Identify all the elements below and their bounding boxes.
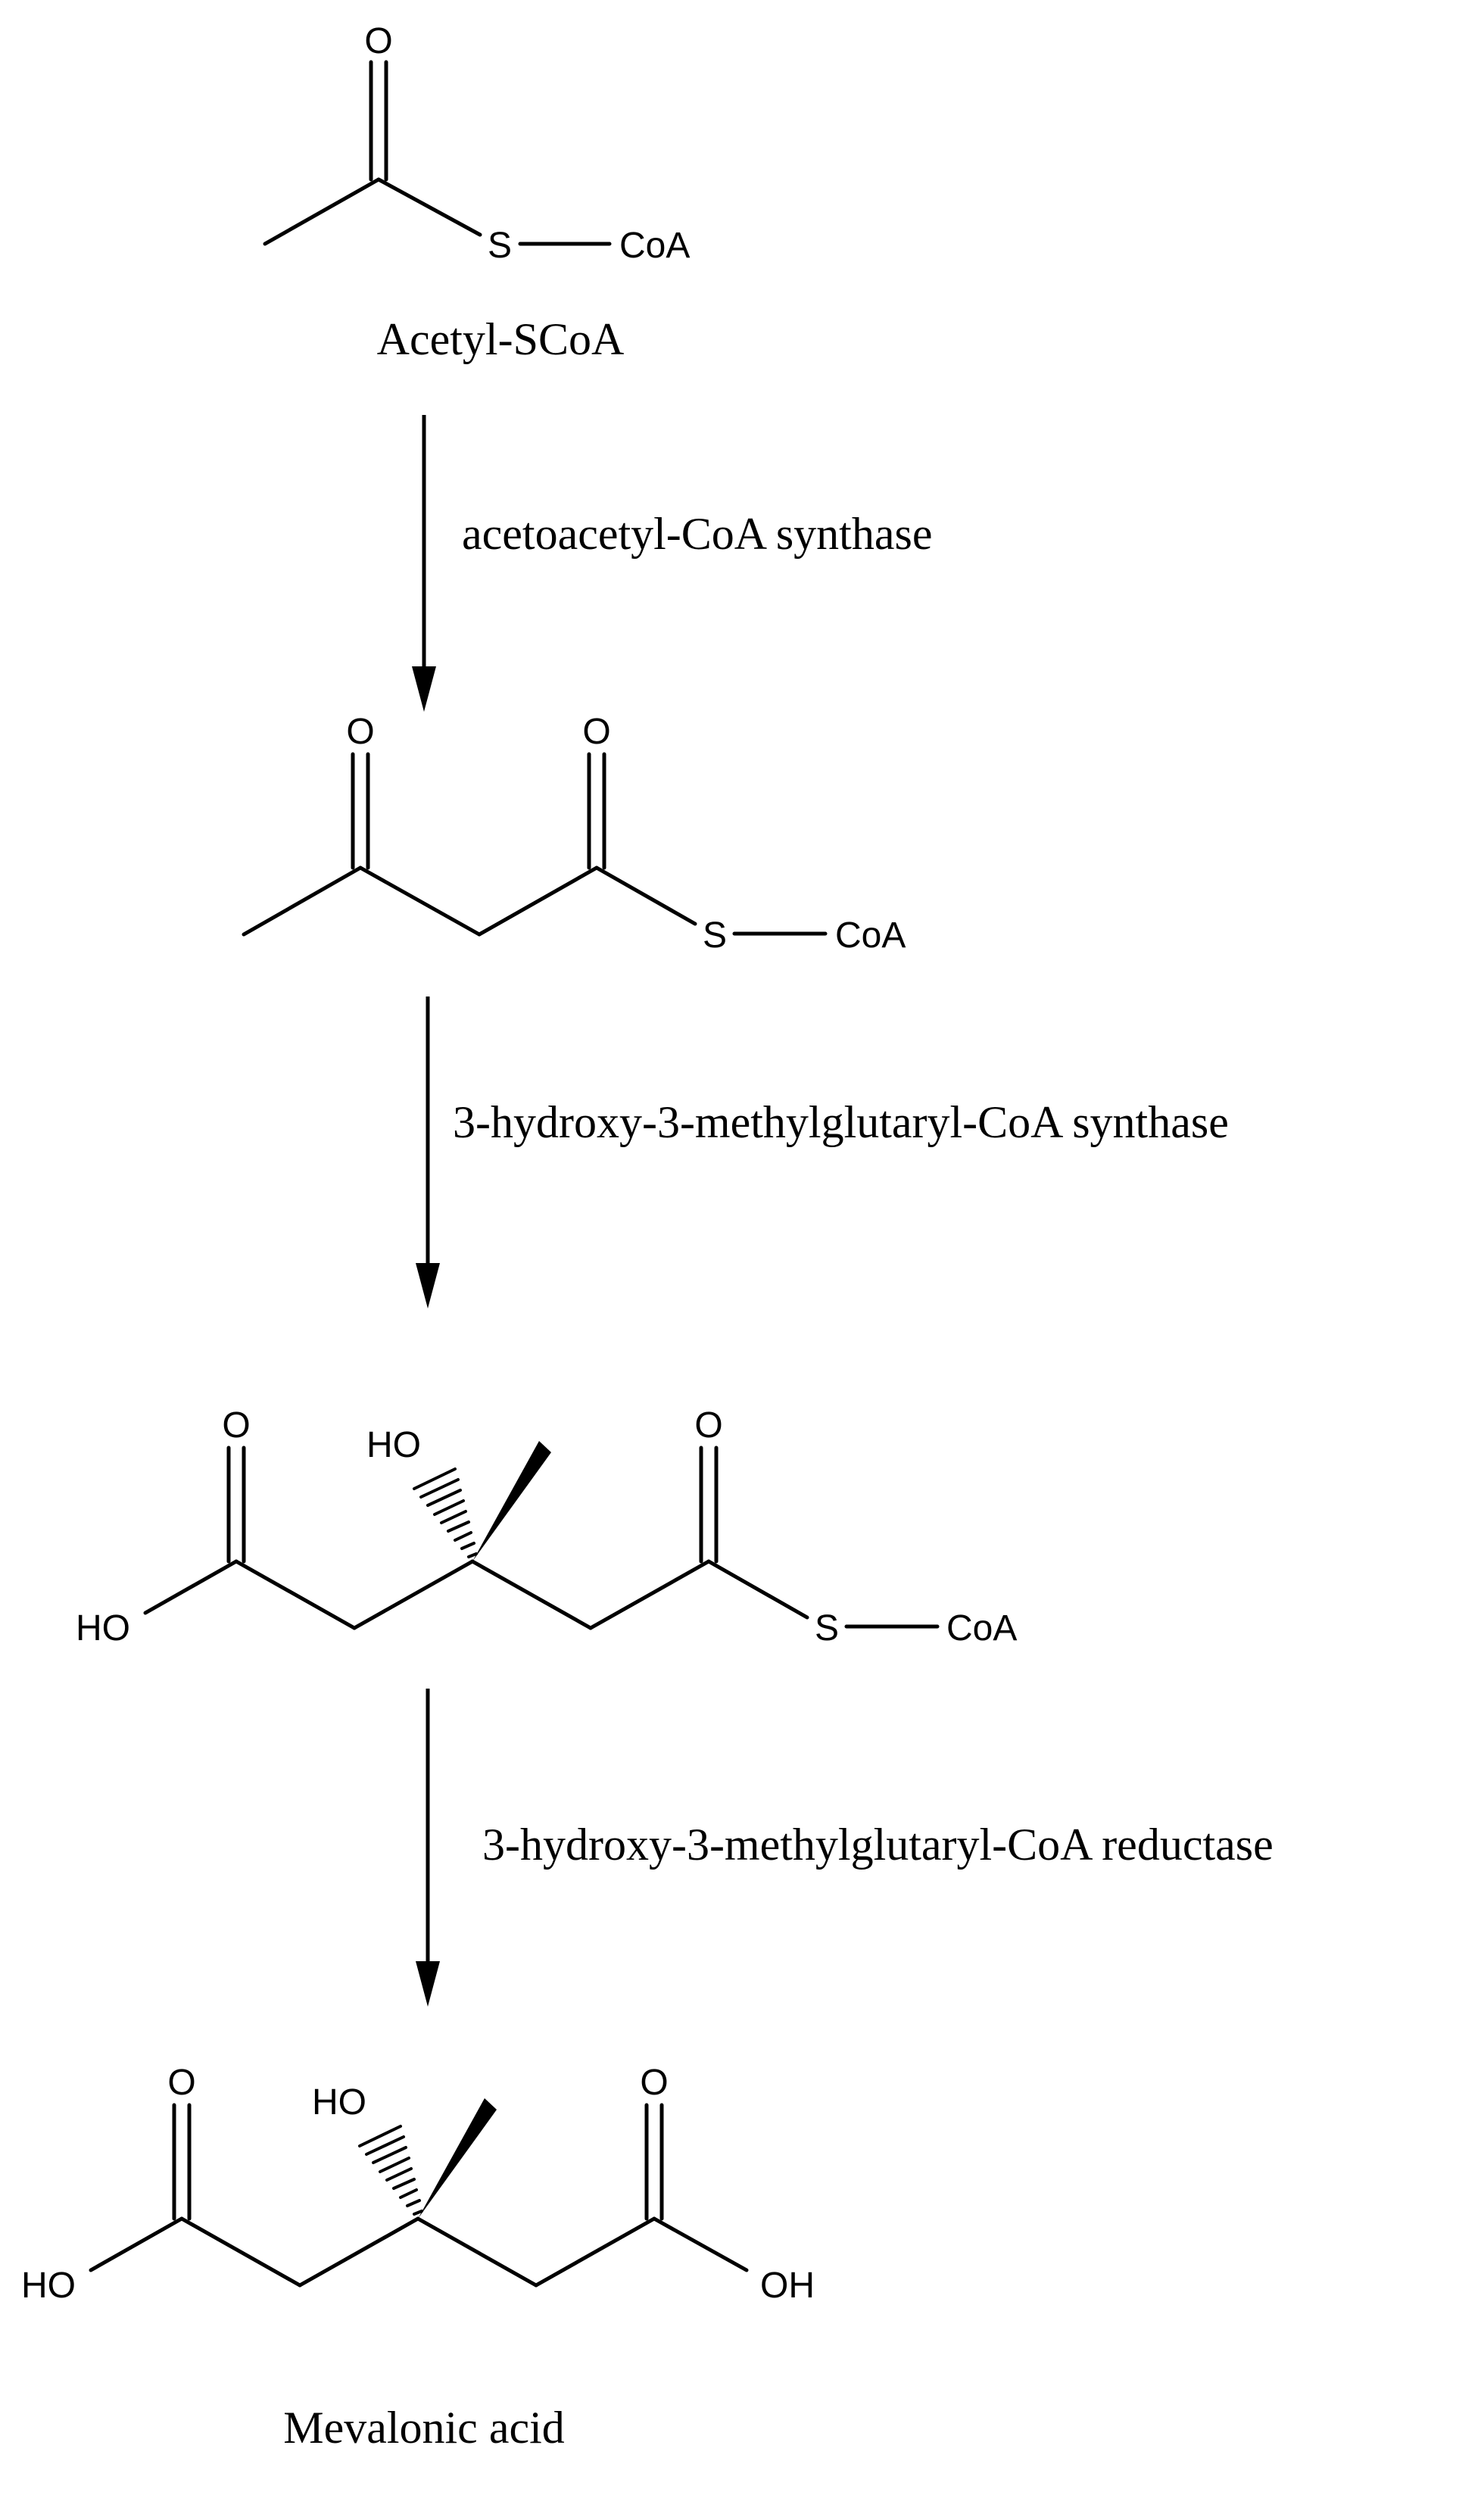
bond [234, 1559, 357, 1630]
bond [477, 866, 599, 937]
atom-hydroxyl: HO [21, 2266, 76, 2306]
bond [358, 866, 482, 937]
bond [588, 1559, 711, 1630]
bond [242, 866, 363, 937]
bond [470, 1559, 593, 1630]
enzyme-label-step-3: 3-hydroxy-3-methylglutaryl-CoA reductase [482, 1820, 1274, 1870]
atom-hydroxyl: HO [312, 2082, 366, 2122]
hashed-wedge-bond [413, 1467, 478, 1558]
bond [352, 1559, 475, 1630]
bond [179, 2216, 302, 2288]
acetyl-scoa-structure: O S CoA [263, 21, 690, 266]
bond [143, 1559, 238, 1615]
bond [706, 1559, 809, 1620]
hashed-wedge-bond [358, 2125, 423, 2216]
atom-oxygen: O [167, 2063, 195, 2103]
molecule-name-mevalonic-acid: Mevalonic acid [283, 2403, 565, 2453]
atom-coa: CoA [835, 915, 906, 956]
molecule-name-acetyl-scoa: Acetyl-SCoA [377, 314, 625, 364]
atom-oxygen: O [364, 21, 392, 61]
atom-oxygen: O [582, 712, 610, 752]
solid-wedge-bond [418, 2098, 497, 2219]
bond [376, 177, 482, 237]
hmg-coa-structure: O HO HO O S CoA [76, 1405, 1017, 1648]
bond [534, 2216, 656, 2288]
atom-hydroxyl: OH [760, 2266, 815, 2306]
solid-wedge-bond [472, 1441, 551, 1561]
reaction-arrow [412, 415, 436, 712]
atom-coa: CoA [619, 226, 690, 266]
enzyme-label-step-2: 3-hydroxy-3-methylglutaryl-CoA synthase [453, 1097, 1229, 1147]
bond [263, 177, 381, 246]
acetoacetyl-coa-structure: O O S CoA [242, 712, 906, 956]
bond [594, 866, 697, 926]
atom-oxygen: O [222, 1405, 250, 1446]
bond [298, 2216, 420, 2288]
atom-sulfur: S [488, 226, 512, 266]
atom-sulfur: S [815, 1608, 839, 1648]
enzyme-label-step-1: acetoacetyl-CoA synthase [462, 509, 932, 559]
atom-oxygen: O [694, 1405, 722, 1446]
atom-oxygen: O [346, 712, 374, 752]
atom-hydroxyl: HO [366, 1425, 421, 1465]
atom-hydroxyl: HO [76, 1608, 130, 1648]
bond [416, 2216, 538, 2288]
bond [89, 2216, 184, 2272]
bond [652, 2216, 749, 2272]
atom-coa: CoA [946, 1608, 1017, 1648]
reaction-arrow [416, 1689, 440, 2007]
reaction-arrow [416, 997, 440, 1308]
mevalonic-acid-structure: O HO HO O OH [21, 2063, 815, 2306]
atom-oxygen: O [640, 2063, 668, 2103]
atom-sulfur: S [703, 915, 727, 956]
